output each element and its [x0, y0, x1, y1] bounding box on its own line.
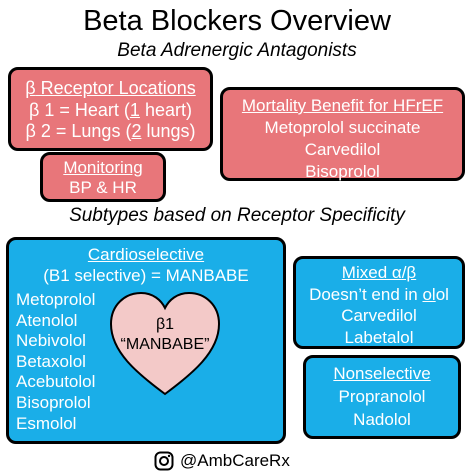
footer-handle-text: @AmbCareRx	[180, 451, 290, 470]
drug-item: Acebutolol	[16, 372, 96, 392]
drug-item: Labetalol	[344, 327, 414, 347]
receptor-heading-text: Receptor Locations	[35, 78, 196, 98]
drug-item: Nadolol	[353, 410, 411, 429]
monitoring-heading: Monitoring	[63, 158, 143, 177]
instagram-icon	[154, 451, 174, 471]
heart-icon	[109, 291, 221, 396]
beta2-number: 2	[131, 121, 142, 141]
heart-shape: β1 “MANBABE”	[108, 290, 222, 398]
beta1-line: β 1 = Heart (1 heart)	[11, 100, 210, 122]
mortality-item: Metoprolol succinate	[264, 118, 421, 137]
mixed-heading: Mixed α/β	[341, 263, 417, 282]
beta1-text: β 1 = Heart (	[29, 99, 130, 120]
cardioselective-heading: Cardioselective	[87, 245, 205, 264]
mixed-rule-ol-end: ol	[435, 284, 449, 304]
heart-label-beta1: β1	[155, 316, 175, 333]
drug-item: Propranolol	[338, 387, 426, 406]
cardioselective-list: Metoprolol Atenolol Nebivolol Betaxolol …	[9, 290, 283, 434]
nonselective-heading: Nonselective	[333, 364, 431, 383]
page-subtitle: Beta Adrenergic Antagonists	[117, 40, 357, 61]
mixed-rule-ol: ol	[422, 284, 436, 304]
page-title: Beta Blockers Overview	[83, 5, 391, 37]
drug-item: Nebivolol	[16, 331, 86, 351]
mortality-heading: Mortality Benefit for HFrEF	[241, 96, 444, 115]
mortality-benefit-box: Mortality Benefit for HFrEF Metoprolol s…	[220, 87, 465, 181]
mixed-alpha-beta-box: Mixed α/β Doesn’t end in olol Carvedilol…	[293, 256, 465, 349]
beta1-number: 1	[129, 99, 140, 120]
receptor-locations-box: β Receptor Locations β 1 = Heart (1 hear…	[8, 67, 213, 151]
beta-symbol: β	[25, 78, 36, 98]
cardioselective-box: Cardioselective (B1 selective) = MANBABE…	[6, 237, 286, 444]
beta2-text-end: lungs)	[141, 121, 196, 141]
drug-item: Atenolol	[16, 310, 78, 330]
cardioselective-subheading: (B1 selective) = MANBABE	[43, 266, 249, 285]
drug-item: Betaxolol	[16, 351, 86, 371]
mortality-item: Carvedilol	[304, 140, 381, 159]
drug-item: Carvedilol	[341, 306, 417, 325]
heart-label-manbabe: “MANBABE”	[120, 336, 210, 353]
mortality-item: Bisoprolol	[305, 162, 380, 181]
beta2-text: β 2 = Lungs (	[25, 121, 132, 141]
nonselective-box: Nonselective Propranolol Nadolol	[303, 355, 461, 439]
footer-handle[interactable]: @AmbCareRx	[154, 451, 324, 471]
mixed-rule-text: Doesn’t end in	[309, 284, 423, 304]
beta2-line: β 2 = Lungs (2 lungs)	[11, 121, 210, 143]
drug-item: Metoprolol	[16, 290, 96, 309]
monitoring-value: BP & HR	[69, 178, 137, 197]
subtypes-heading: Subtypes based on Receptor Specificity	[69, 205, 405, 226]
drug-item: Esmolol	[16, 413, 77, 433]
monitoring-box: Monitoring BP & HR	[40, 152, 166, 202]
mixed-rule: Doesn’t end in olol	[296, 284, 462, 306]
receptor-heading: β Receptor Locations	[11, 78, 210, 100]
drug-item: Bisoprolol	[16, 392, 91, 412]
beta1-text-end: heart)	[139, 99, 192, 120]
